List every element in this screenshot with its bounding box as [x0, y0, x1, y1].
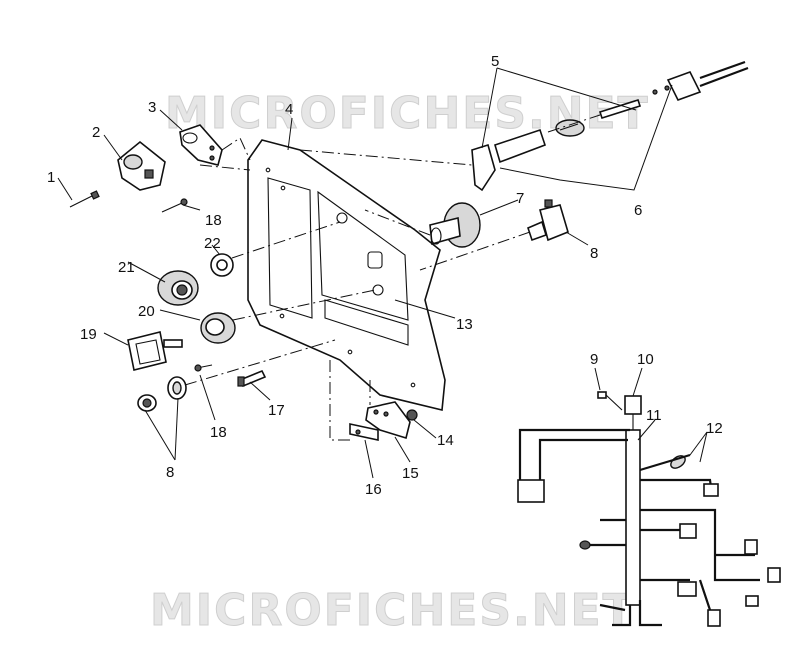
callout-20: 20 [138, 303, 155, 320]
callout-10: 10 [637, 351, 654, 368]
callout-14: 14 [437, 432, 454, 449]
bracket-part-2 [117, 140, 166, 191]
nut-part-14 [406, 409, 418, 421]
washer-part-22 [210, 253, 234, 277]
terminal-part-9 [597, 391, 623, 411]
screw-part-18-lower [194, 364, 213, 372]
callout-9: 9 [590, 351, 598, 368]
watermark-top: MICROFICHES.NET [165, 88, 650, 139]
callout-8-upper: 8 [590, 245, 598, 262]
callout-19: 19 [80, 326, 97, 343]
callout-13: 13 [456, 316, 473, 333]
key-part-19 [127, 331, 183, 371]
leader-lines [57, 67, 708, 479]
switch-part-7 [429, 202, 481, 248]
callout-8-lower: 8 [166, 464, 174, 481]
plate-part-16 [349, 423, 379, 441]
nut-part-20 [200, 312, 236, 344]
callout-5: 5 [491, 53, 499, 70]
plate-part-15 [365, 401, 411, 440]
cable-part-6 [652, 60, 749, 101]
callout-7: 7 [516, 190, 524, 207]
bracket-part-3 [179, 124, 223, 166]
callout-18-upper: 18 [205, 212, 222, 229]
callout-15: 15 [402, 465, 419, 482]
callout-22: 22 [204, 235, 221, 252]
grommet-part-8 [137, 376, 187, 412]
connector-part-10 [624, 395, 642, 430]
callout-4: 4 [285, 101, 293, 118]
callout-1: 1 [47, 169, 55, 186]
callout-16: 16 [365, 481, 382, 498]
toggle-switch-part-8 [527, 199, 569, 242]
screw-part-18-upper [161, 198, 188, 213]
watermark-bottom: MICROFICHES.NET [150, 585, 635, 636]
callout-21: 21 [118, 259, 135, 276]
latch-part-5 [471, 99, 642, 192]
callout-3: 3 [148, 99, 156, 116]
callout-6: 6 [634, 202, 642, 219]
screw-part-1 [69, 190, 100, 208]
callout-17: 17 [268, 402, 285, 419]
callout-12: 12 [706, 420, 723, 437]
callout-18-lower: 18 [210, 424, 227, 441]
dash-panel [247, 139, 446, 411]
wiring-harness-part-11 [517, 428, 781, 627]
bolt-part-17 [237, 369, 267, 388]
callout-2: 2 [92, 124, 100, 141]
fuse-part-12 [639, 453, 691, 472]
knurled-nut-part-21 [157, 270, 199, 306]
callout-labels: 1 2 3 4 5 6 7 8 8 9 10 11 12 13 14 15 16… [47, 53, 723, 498]
callout-11: 11 [646, 407, 662, 424]
